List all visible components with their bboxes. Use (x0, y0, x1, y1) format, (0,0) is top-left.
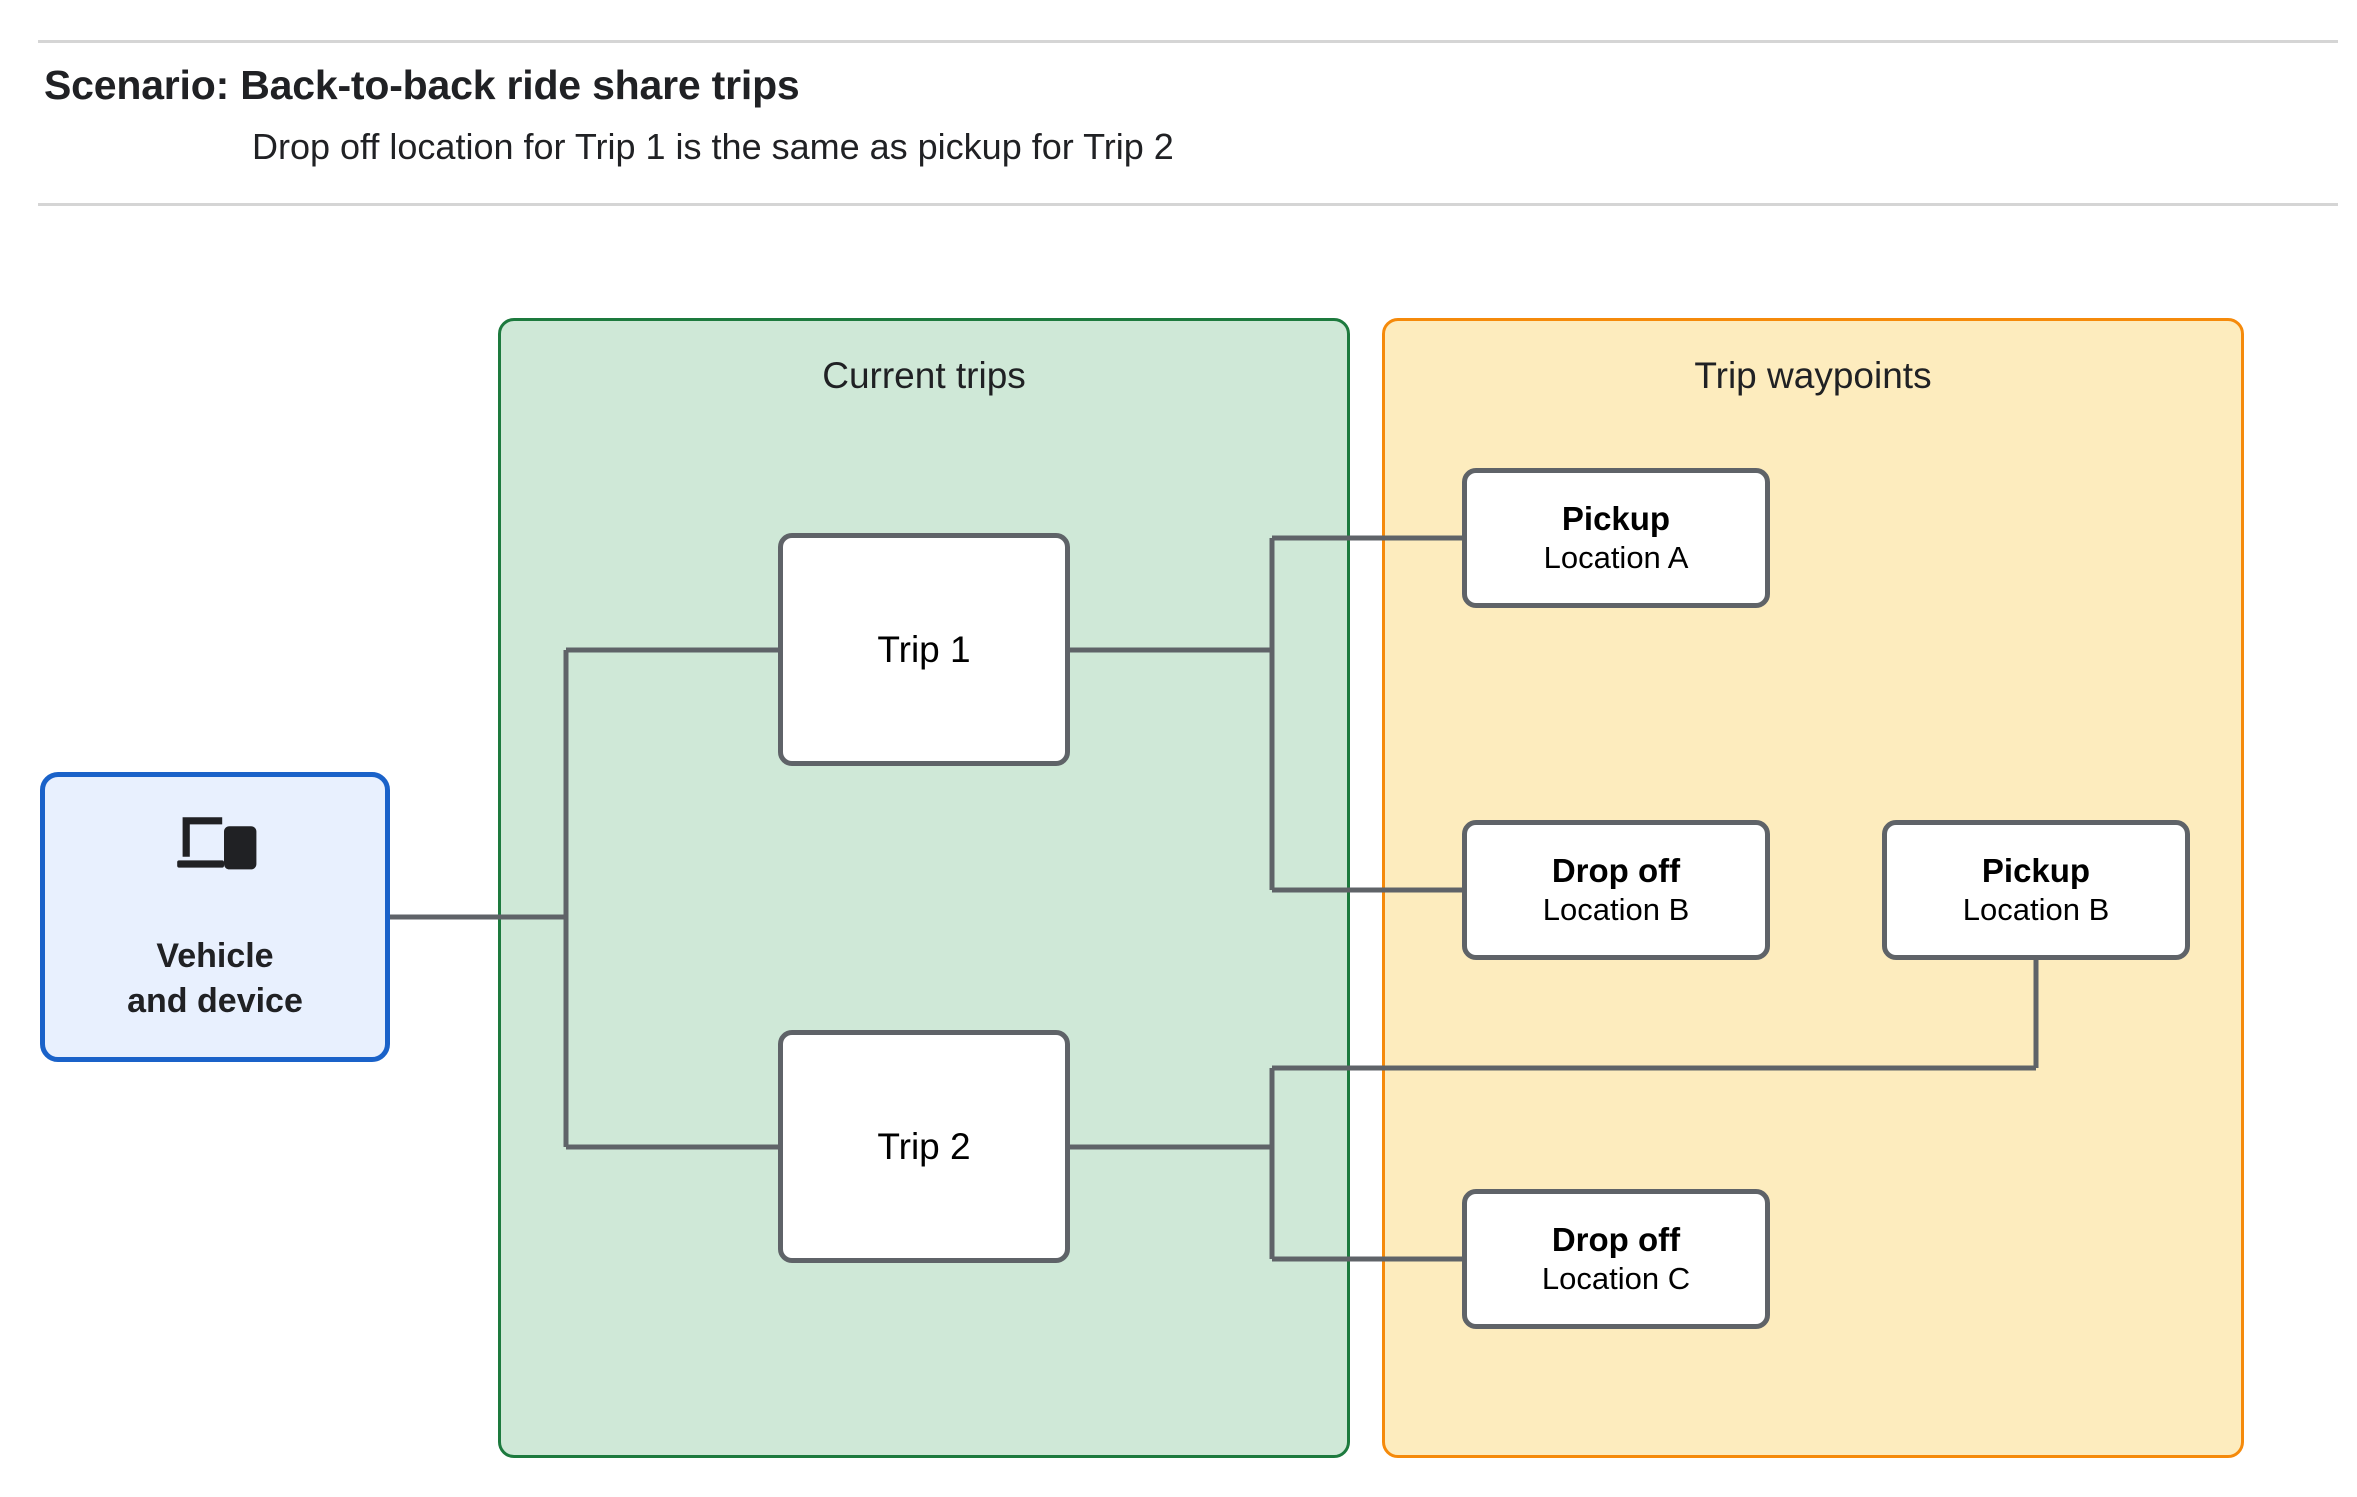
node-waypoint-dropoff-c[interactable]: Drop off Location C (1462, 1189, 1770, 1329)
node-waypoint-pickup-b[interactable]: Pickup Location B (1882, 820, 2190, 960)
node-trip-2-label: Trip 2 (877, 1125, 971, 1167)
waypoint-pickup-a-type: Pickup (1561, 500, 1671, 537)
node-trip-2[interactable]: Trip 2 (778, 1030, 1070, 1263)
waypoint-dropoff-c-type: Drop off (1551, 1221, 1681, 1258)
panel-current-trips-title: Current trips (822, 355, 1026, 396)
waypoint-dropoff-b-location: Location B (1542, 892, 1690, 928)
node-vehicle-and-device[interactable]: Vehicle and device (40, 772, 390, 1062)
panel-current-trips: Current trips (498, 318, 1350, 1458)
header-divider-bottom (38, 203, 2338, 206)
waypoint-pickup-b-location: Location B (1962, 892, 2110, 928)
waypoint-pickup-a-location: Location A (1543, 540, 1689, 576)
waypoint-dropoff-b-type: Drop off (1551, 852, 1681, 889)
node-waypoint-pickup-a[interactable]: Pickup Location A (1462, 468, 1770, 608)
page-title: Scenario: Back-to-back ride share trips (44, 62, 800, 108)
node-trip-1-label: Trip 1 (877, 628, 971, 670)
node-trip-1[interactable]: Trip 1 (778, 533, 1070, 766)
waypoint-pickup-b-type: Pickup (1981, 852, 2091, 889)
waypoint-dropoff-c-location: Location C (1541, 1261, 1691, 1297)
panel-trip-waypoints-title: Trip waypoints (1694, 355, 1932, 396)
header-divider-top (38, 40, 2338, 43)
node-vehicle-label: Vehicle and device (127, 937, 303, 1020)
node-waypoint-dropoff-b[interactable]: Drop off Location B (1462, 820, 1770, 960)
page-subtitle: Drop off location for Trip 1 is the same… (252, 126, 1174, 167)
laptop-and-phone-icon (177, 817, 257, 870)
